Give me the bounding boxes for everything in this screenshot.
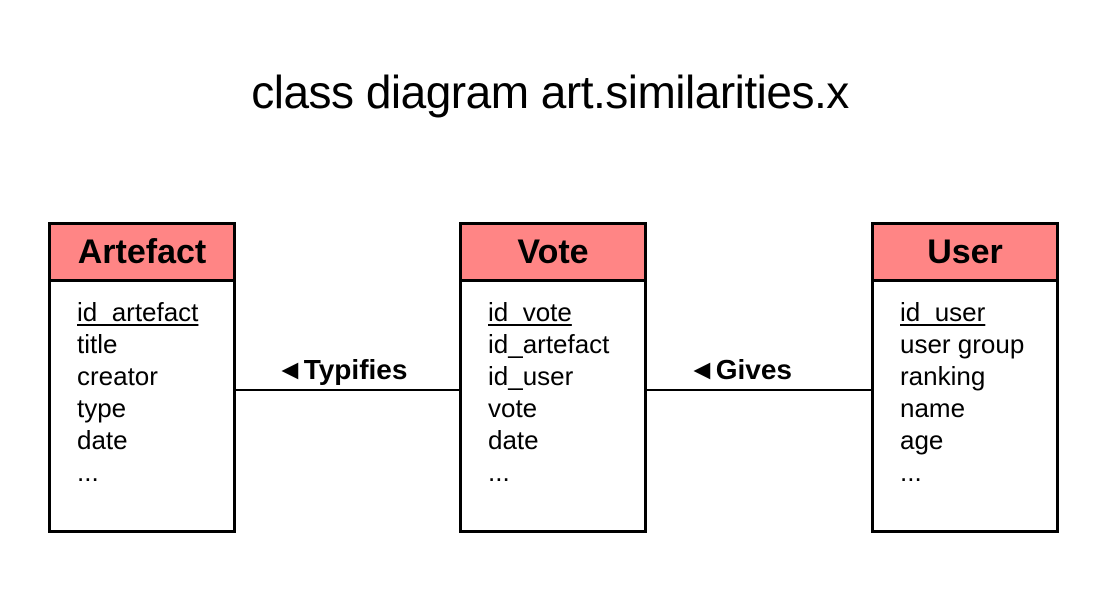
association-line-typifies [236,389,459,391]
class-header-user: User [874,225,1056,282]
association-label-typifies: ◄Typifies [276,354,408,385]
attribute-list-vote: id_vote id_artefact id_user vote date ..… [462,282,644,488]
attribute-id-artefact: id_artefact [488,329,610,359]
attribute-ellipsis: ... [488,457,510,487]
association-label-gives: ◄Gives [688,354,792,385]
class-artefact: Artefact id_artefact title creator type … [48,222,236,533]
attribute-name: name [900,393,966,423]
attribute-list-artefact: id_artefact title creator type date ... [51,282,233,488]
class-header-vote: Vote [462,225,644,282]
attribute-ellipsis: ... [900,457,922,487]
attribute-title: title [77,329,118,359]
attribute-id-user: id_user [488,361,574,391]
attribute-vote: vote [488,393,538,423]
class-header-artefact: Artefact [51,225,233,282]
attribute-type: type [77,393,127,423]
attribute-user-group: user group [900,329,1025,359]
attribute-ellipsis: ... [77,457,99,487]
attribute-age: age [900,425,944,455]
attribute-id-artefact: id_artefact [77,297,199,327]
class-vote: Vote id_vote id_artefact id_user vote da… [459,222,647,533]
attribute-ranking: ranking [900,361,986,391]
attribute-date: date [488,425,539,455]
class-user: User id_user user group ranking name age… [871,222,1059,533]
attribute-date: date [77,425,128,455]
attribute-id-vote: id_vote [488,297,572,327]
attribute-id-user: id_user [900,297,986,327]
diagram-title: class diagram art.similarities.x [251,66,849,118]
attribute-creator: creator [77,361,158,391]
association-line-gives [647,389,871,391]
attribute-list-user: id_user user group ranking name age ... [874,282,1056,488]
